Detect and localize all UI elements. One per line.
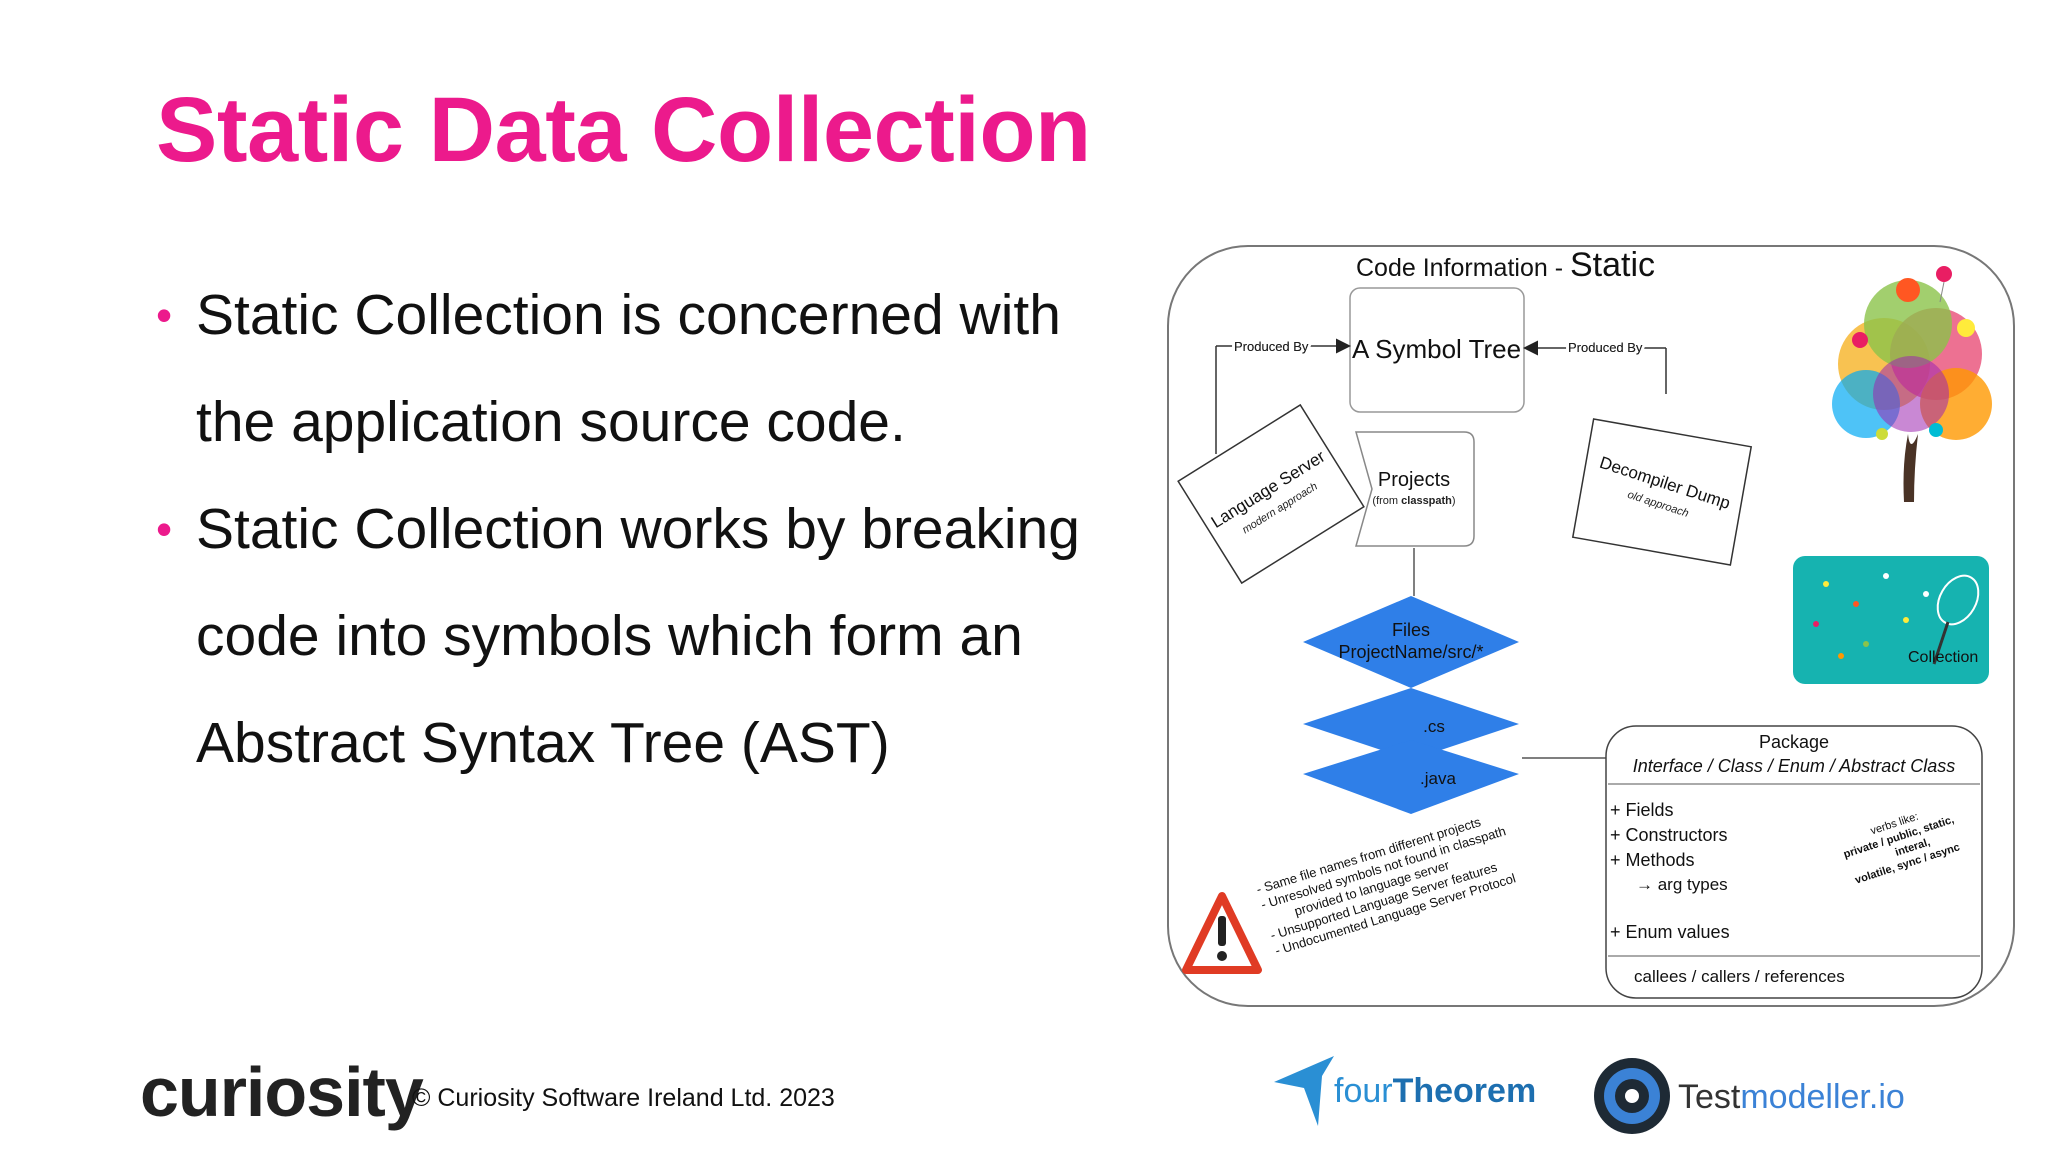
bullet-dot-icon: •: [156, 289, 173, 341]
symbol-tree-label: A Symbol Tree: [1352, 334, 1521, 364]
projects-label: Projects: [1378, 469, 1450, 491]
callees-item: callees / callers / references: [1634, 967, 1845, 986]
collection-label: Collection: [1908, 649, 1978, 666]
produced-by-left-label: Produced By: [1234, 339, 1309, 354]
fields-item: + Fields: [1610, 800, 1674, 820]
package-title: Package: [1759, 732, 1829, 752]
cs-layer: [1303, 688, 1519, 760]
bullet-item: • Static Collection is concerned with th…: [156, 262, 1136, 476]
bullet-list: • Static Collection is concerned with th…: [156, 262, 1136, 797]
decompiler-box: Decompiler Dump old approach: [1571, 418, 1753, 566]
bullet-line: code into symbols which form an: [196, 604, 1023, 668]
language-server-box: Language Server modern approach: [1177, 403, 1365, 585]
arg-types-item: → arg types: [1636, 875, 1728, 894]
curiosity-logo-text: curiosity: [140, 1053, 424, 1131]
bullet-item: • Static Collection works by breaking co…: [156, 476, 1136, 797]
produced-by-right-text: Produced By: [1568, 340, 1643, 355]
diagram-heading: Code Information - Static: [1356, 246, 1655, 284]
package-box: [1605, 725, 1983, 999]
projects-box: [1355, 431, 1475, 547]
collection-icon: Collection: [1793, 556, 1989, 684]
java-label: .java: [1420, 769, 1456, 788]
files-layer: [1303, 596, 1519, 688]
enum-values-item: + Enum values: [1610, 922, 1730, 942]
projects-sub: (from classpath): [1372, 495, 1455, 507]
testmodeller-gear-icon: [1594, 1058, 1670, 1134]
curiosity-logo: curiosity: [140, 1052, 424, 1132]
slide-title: Static Data Collection: [156, 79, 1091, 181]
code-information-diagram: Code Information - Static A Symbol Tree …: [1166, 244, 2018, 1010]
produced-by-right-label: Produced By: [1568, 340, 1643, 355]
svg-text:Testmodeller.io: Testmodeller.io: [1678, 1078, 1905, 1116]
colorful-tree-icon: [1832, 266, 1992, 502]
java-layer: [1303, 740, 1519, 814]
package-types: Interface / Class / Enum / Abstract Clas…: [1633, 756, 1955, 776]
copyright-text: © Curiosity Software Ireland Ltd. 2023: [412, 1084, 835, 1112]
constructors-item: + Constructors: [1610, 825, 1728, 845]
bullet-line: Static Collection is concerned with: [196, 283, 1061, 347]
bullet-dot-icon: •: [156, 503, 173, 555]
svg-text:fourTheorem: fourTheorem: [1334, 1072, 1536, 1110]
bullet-line: the application source code.: [196, 390, 906, 454]
methods-item: + Methods: [1610, 850, 1695, 870]
files-label-1: Files: [1392, 620, 1430, 640]
bullet-line: Static Collection works by breaking: [196, 497, 1080, 561]
files-label-2: ProjectName/src/*: [1338, 642, 1483, 662]
fourtheorem-logo: fourTheorem: [1274, 1056, 1536, 1126]
warning-icon: [1182, 892, 1262, 974]
cs-label: .cs: [1423, 717, 1445, 736]
bullet-line: Abstract Syntax Tree (AST): [196, 711, 890, 775]
produced-by-left-text: Produced By: [1234, 339, 1309, 354]
fourtheorem-arrow-icon: [1274, 1056, 1334, 1126]
testmodeller-logo: Testmodeller.io: [1594, 1058, 1905, 1134]
